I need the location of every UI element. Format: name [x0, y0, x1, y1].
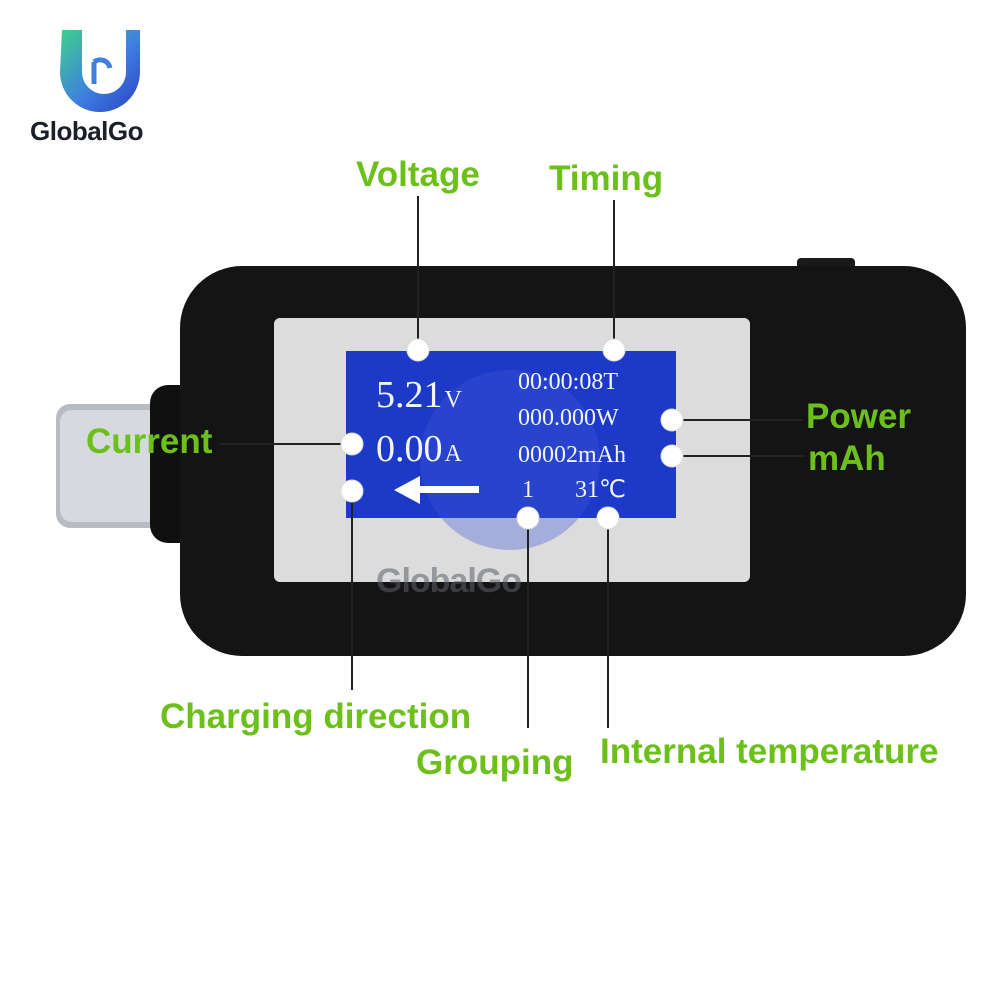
label-voltage: Voltage	[356, 155, 480, 194]
timing-marker	[602, 338, 626, 362]
label-charging-direction: Charging direction	[160, 697, 472, 736]
current-unit: A	[444, 441, 462, 467]
brand-name: GlobalGo	[30, 116, 144, 146]
left-arrow-icon	[394, 476, 479, 504]
lcd-power: 000.000W	[518, 405, 619, 431]
lcd-group: 1	[522, 477, 534, 503]
power-marker	[660, 408, 684, 432]
current-value: 0.00	[376, 428, 443, 470]
lcd-temperature: 31℃	[575, 477, 626, 503]
label-power: Power	[806, 397, 912, 436]
label-grouping: Grouping	[416, 743, 574, 782]
temperature-marker	[596, 506, 620, 530]
voltage-unit: V	[444, 387, 462, 413]
current-marker	[340, 432, 364, 456]
globalgo-logo-icon	[60, 30, 140, 112]
voltage-marker	[406, 338, 430, 362]
charging-direction-marker	[340, 479, 364, 503]
label-timing: Timing	[549, 159, 664, 198]
mah-marker	[660, 444, 684, 468]
label-internal-temperature: Internal temperature	[600, 732, 939, 771]
voltage-value: 5.21	[376, 374, 443, 416]
brand-watermark: GlobalGo	[376, 562, 522, 600]
grouping-marker	[516, 506, 540, 530]
lcd-mah: 00002mAh	[518, 442, 626, 468]
lcd-voltage: 5.21V	[376, 376, 462, 414]
label-current: Current	[86, 422, 213, 461]
lcd-current: 0.00A	[376, 430, 462, 468]
label-mah: mAh	[808, 439, 886, 478]
lcd-timing: 00:00:08T	[518, 369, 618, 395]
